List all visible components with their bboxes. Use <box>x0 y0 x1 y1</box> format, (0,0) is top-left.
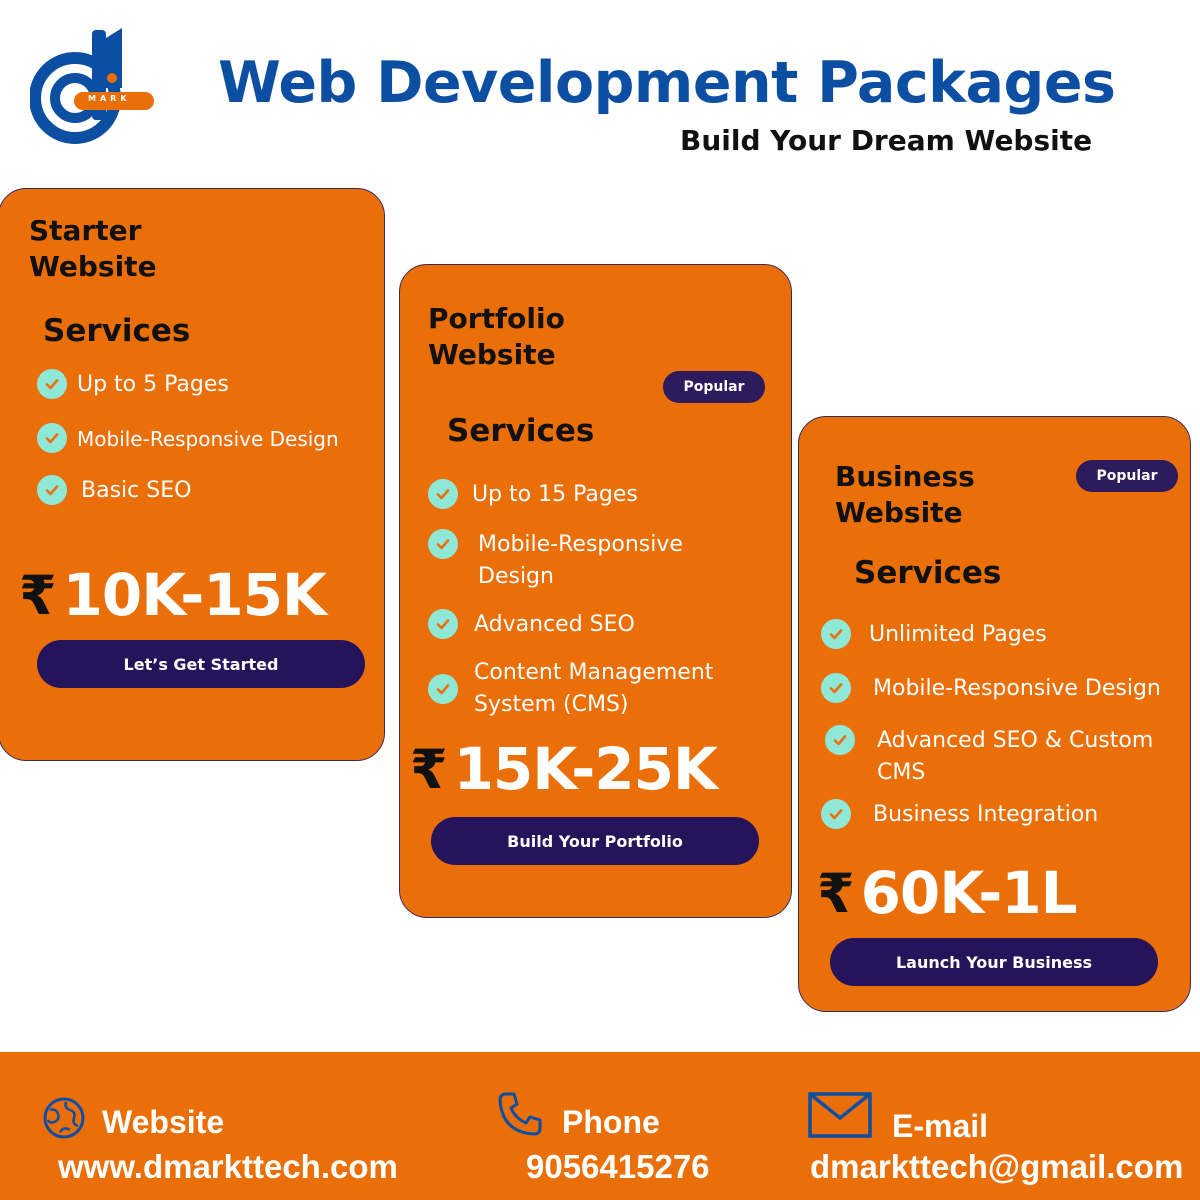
check-icon <box>37 423 67 453</box>
list-item: Up to 15 Pages <box>428 479 768 511</box>
services-heading: Services <box>447 413 595 449</box>
check-icon <box>821 619 851 649</box>
card-portfolio: Portfolio Website Popular Services Up to… <box>399 264 792 918</box>
phone-number[interactable]: 9056415276 <box>526 1148 710 1185</box>
rupee-icon: ₹ <box>817 861 855 925</box>
list-item: Mobile-Responsive Design <box>821 673 1181 705</box>
check-icon <box>428 529 458 559</box>
rupee-icon: ₹ <box>410 737 448 801</box>
brand-logo: MARK <box>29 28 160 146</box>
globe-icon <box>42 1096 86 1144</box>
check-icon <box>428 479 458 509</box>
popular-badge: Popular <box>663 371 765 403</box>
price-value: 10K-15K <box>62 561 327 629</box>
phone-label: Phone <box>562 1104 660 1140</box>
phone-icon <box>496 1090 544 1142</box>
list-item: Up to 5 Pages <box>37 369 357 401</box>
services-heading: Services <box>43 313 191 349</box>
check-icon <box>37 475 67 505</box>
email-address[interactable]: dmarkttech@gmail.com <box>810 1148 1184 1185</box>
page-title: Web Development Packages <box>218 50 1116 116</box>
email-label: E-mail <box>892 1108 989 1144</box>
check-icon <box>428 609 458 639</box>
logo-text: MARK <box>88 94 131 103</box>
footer-contact-bar: Website www.dmarkttech.com Phone 9056415… <box>0 1052 1200 1200</box>
price: ₹ 60K-1L <box>817 859 1078 927</box>
mail-icon <box>808 1092 872 1142</box>
build-portfolio-button[interactable]: Build Your Portfolio <box>431 817 759 865</box>
price: ₹ 10K-15K <box>19 561 327 629</box>
price-value: 15K-25K <box>453 735 718 803</box>
check-icon <box>37 369 67 399</box>
page-subtitle: Build Your Dream Website <box>680 124 1093 157</box>
card-title: Business Website <box>835 460 975 529</box>
services-heading: Services <box>854 555 1002 591</box>
rupee-icon: ₹ <box>19 563 57 627</box>
popular-badge: Popular <box>1076 460 1178 492</box>
card-business: Business Website Popular Services Unlimi… <box>798 416 1191 1012</box>
website-link[interactable]: www.dmarkttech.com <box>58 1148 398 1185</box>
price-value: 60K-1L <box>860 859 1078 927</box>
list-item: Unlimited Pages <box>821 619 1161 651</box>
list-item: Advanced SEO & Custom CMS <box>825 725 1165 789</box>
website-label: Website <box>102 1104 225 1140</box>
list-item: Mobile-Responsive Design <box>37 423 377 455</box>
check-icon <box>821 799 851 829</box>
check-icon <box>825 725 855 755</box>
check-icon <box>428 674 458 704</box>
list-item: Basic SEO <box>37 475 357 507</box>
get-started-button[interactable]: Let’s Get Started <box>37 640 365 688</box>
list-item: Business Integration <box>821 799 1161 831</box>
card-title: Starter Website <box>29 214 157 283</box>
price: ₹ 15K-25K <box>410 735 718 803</box>
card-starter: Starter Website Services Up to 5 Pages M… <box>0 188 385 761</box>
check-icon <box>821 673 851 703</box>
launch-business-button[interactable]: Launch Your Business <box>830 938 1158 986</box>
list-item: Content Management System (CMS) <box>428 657 748 721</box>
list-item: Advanced SEO <box>428 609 768 641</box>
card-title: Portfolio Website <box>428 302 565 371</box>
list-item: Mobile-Responsive Design <box>428 529 718 593</box>
